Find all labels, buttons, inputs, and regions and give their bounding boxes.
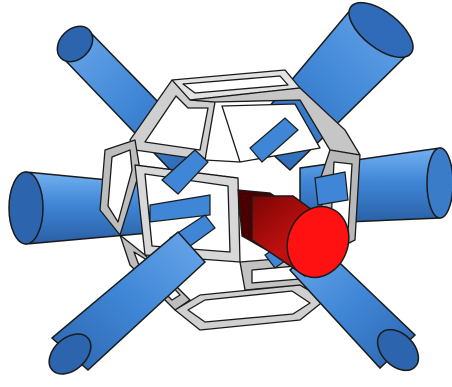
molecular-cage-render [0,0,452,387]
